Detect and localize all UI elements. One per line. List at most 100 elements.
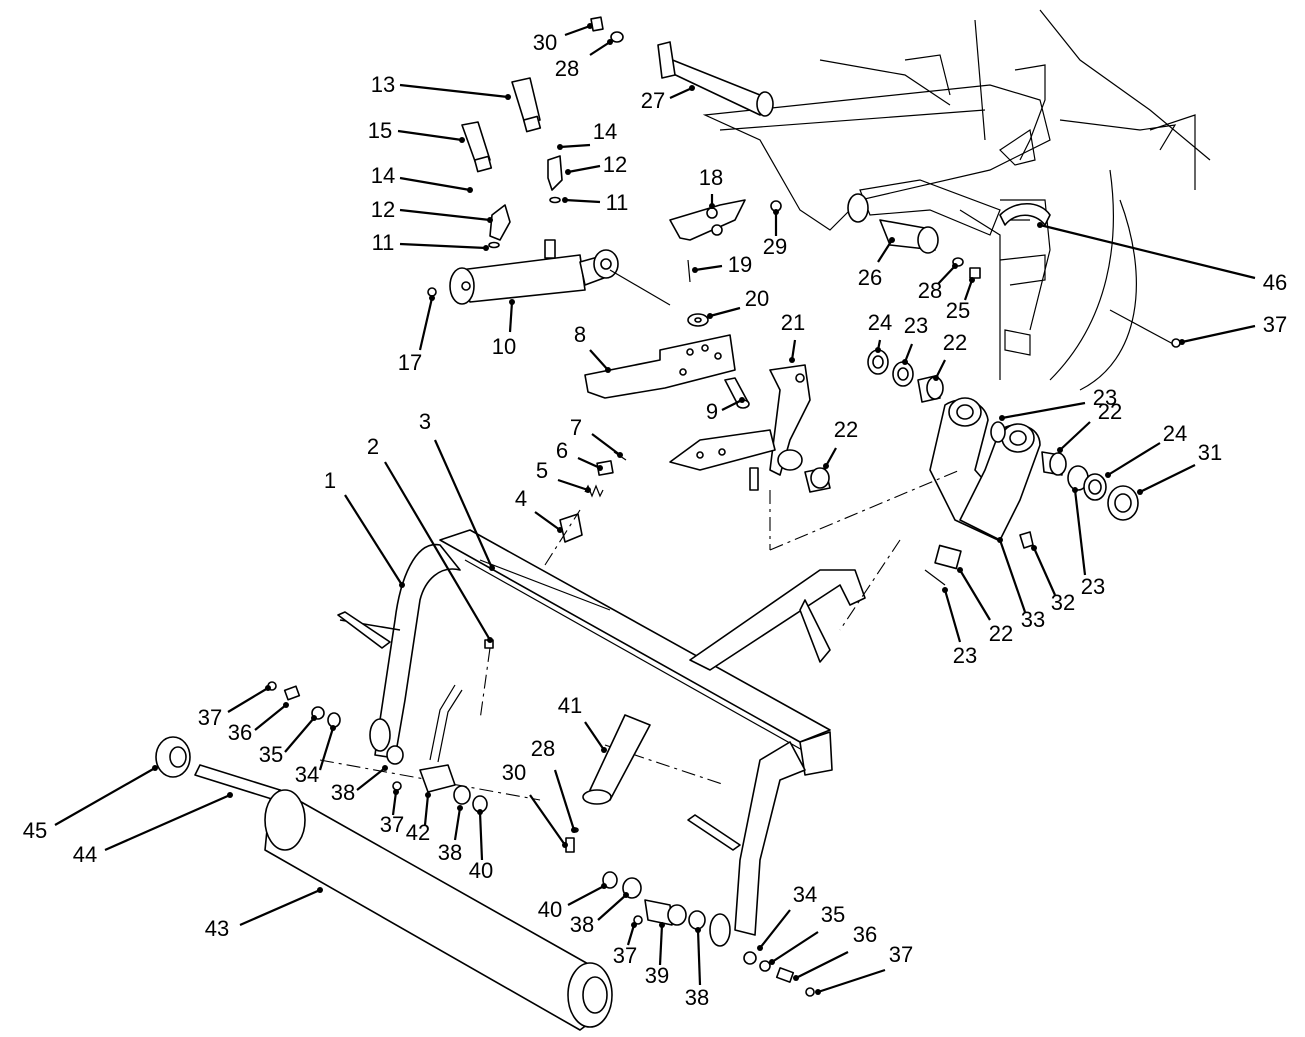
part-10-hydraulic-cylinder bbox=[449, 239, 671, 306]
callout-label-40: 40 bbox=[469, 858, 493, 883]
leader-dot-12 bbox=[565, 169, 571, 175]
callout-label-5: 5 bbox=[536, 458, 548, 483]
callout-label-12: 12 bbox=[603, 152, 627, 177]
part-1-main-frame bbox=[337, 543, 866, 947]
leader-dot-42 bbox=[425, 792, 431, 798]
callout-label-25: 25 bbox=[946, 298, 970, 323]
leader-dot-41 bbox=[601, 747, 607, 753]
part-21-bell-crank bbox=[669, 364, 811, 491]
part-27-pivot-pin bbox=[657, 41, 774, 117]
leader-line-25 bbox=[963, 279, 974, 301]
part-45-bearing bbox=[155, 736, 191, 778]
leader-line-30 bbox=[529, 794, 566, 846]
callout-label-22: 22 bbox=[943, 330, 967, 355]
callout-label-45: 45 bbox=[23, 818, 47, 843]
leader-line-23 bbox=[903, 343, 914, 363]
leader-dot-38 bbox=[457, 805, 463, 811]
leader-line-9 bbox=[721, 399, 743, 411]
leader-dot-45 bbox=[152, 765, 158, 771]
leader-dot-37 bbox=[265, 685, 271, 691]
part-44-axle bbox=[194, 764, 281, 801]
part-13-hose bbox=[511, 77, 542, 133]
callout-label-24: 24 bbox=[868, 310, 892, 335]
leader-line-40 bbox=[567, 885, 605, 906]
callout-label-8: 8 bbox=[574, 322, 586, 347]
callout-label-7: 7 bbox=[570, 415, 582, 440]
part-18-bracket bbox=[669, 199, 746, 241]
leader-dot-40 bbox=[477, 809, 483, 815]
leader-dot-19 bbox=[692, 267, 698, 273]
callout-label-30: 30 bbox=[533, 30, 557, 55]
part-22-bushing-right bbox=[1041, 451, 1067, 476]
part-42-spacer-rod bbox=[419, 684, 463, 793]
leader-dot-12 bbox=[487, 217, 493, 223]
part-41-support-tube bbox=[582, 714, 651, 805]
leader-dot-6 bbox=[597, 465, 603, 471]
leader-dot-9 bbox=[739, 397, 745, 403]
leader-line-31 bbox=[1139, 464, 1196, 493]
callout-label-1: 1 bbox=[324, 468, 336, 493]
leader-dot-35 bbox=[311, 715, 317, 721]
callout-label-10: 10 bbox=[492, 334, 516, 359]
leader-line-22 bbox=[959, 569, 991, 621]
callout-label-38: 38 bbox=[685, 985, 709, 1010]
leader-dot-37 bbox=[393, 789, 399, 795]
leader-line-5 bbox=[557, 478, 589, 492]
leader-dot-28 bbox=[952, 263, 958, 269]
leader-dot-2 bbox=[487, 637, 493, 643]
leader-line-6 bbox=[577, 456, 601, 470]
leader-line-40 bbox=[478, 811, 484, 861]
leader-line-23 bbox=[943, 589, 962, 643]
leader-dot-22 bbox=[933, 375, 939, 381]
leader-line-19 bbox=[694, 264, 723, 272]
callout-label-4: 4 bbox=[515, 486, 527, 511]
callout-label-27: 27 bbox=[641, 88, 665, 113]
leader-line-14 bbox=[559, 143, 591, 149]
leader-line-28 bbox=[553, 769, 576, 831]
leader-line-3 bbox=[433, 439, 494, 569]
leader-line-17 bbox=[418, 297, 434, 351]
leader-dot-32 bbox=[1031, 545, 1037, 551]
callout-label-33: 33 bbox=[1021, 607, 1045, 632]
leader-dot-37 bbox=[631, 922, 637, 928]
callout-label-6: 6 bbox=[556, 438, 568, 463]
leader-dot-14 bbox=[557, 144, 563, 150]
callout-label-37: 37 bbox=[1263, 312, 1287, 337]
leader-dot-39 bbox=[659, 922, 665, 928]
leader-line-22 bbox=[935, 359, 946, 379]
leader-dot-8 bbox=[605, 367, 611, 373]
leader-dot-18 bbox=[709, 203, 715, 209]
callout-label-14: 14 bbox=[593, 119, 617, 144]
callout-label-35: 35 bbox=[259, 742, 283, 767]
leader-dot-27 bbox=[689, 85, 695, 91]
part-23-washer-upper bbox=[867, 349, 914, 387]
callout-label-34: 34 bbox=[793, 882, 817, 907]
part-32-bolt bbox=[1019, 531, 1034, 549]
part-43-roller bbox=[264, 789, 613, 1031]
leader-dot-26 bbox=[889, 237, 895, 243]
callout-label-12: 12 bbox=[371, 197, 395, 222]
leader-line-38 bbox=[453, 807, 462, 841]
leader-line-44 bbox=[104, 793, 231, 852]
leader-line-20 bbox=[709, 306, 741, 318]
leader-line-2 bbox=[384, 461, 491, 641]
part-19-cotter-pin bbox=[687, 259, 691, 283]
callout-label-40: 40 bbox=[538, 897, 562, 922]
leader-line-42 bbox=[423, 794, 430, 826]
leader-dot-31 bbox=[1137, 489, 1143, 495]
leader-line-43 bbox=[239, 888, 321, 927]
leader-dot-40 bbox=[601, 883, 607, 889]
part-22-bushing bbox=[804, 467, 831, 493]
leader-dot-37 bbox=[815, 989, 821, 995]
tractor-frame bbox=[702, 9, 1211, 391]
part-22-pad-lower bbox=[934, 544, 962, 570]
part-12-elbow-fitting bbox=[489, 155, 563, 241]
leader-line-22 bbox=[825, 447, 837, 467]
callout-label-23: 23 bbox=[1081, 574, 1105, 599]
callout-label-20: 20 bbox=[745, 286, 769, 311]
callout-label-28: 28 bbox=[918, 278, 942, 303]
leader-dot-15 bbox=[459, 137, 465, 143]
callout-label-29: 29 bbox=[763, 234, 787, 259]
callout-label-37: 37 bbox=[198, 705, 222, 730]
leader-dot-11 bbox=[483, 245, 489, 251]
